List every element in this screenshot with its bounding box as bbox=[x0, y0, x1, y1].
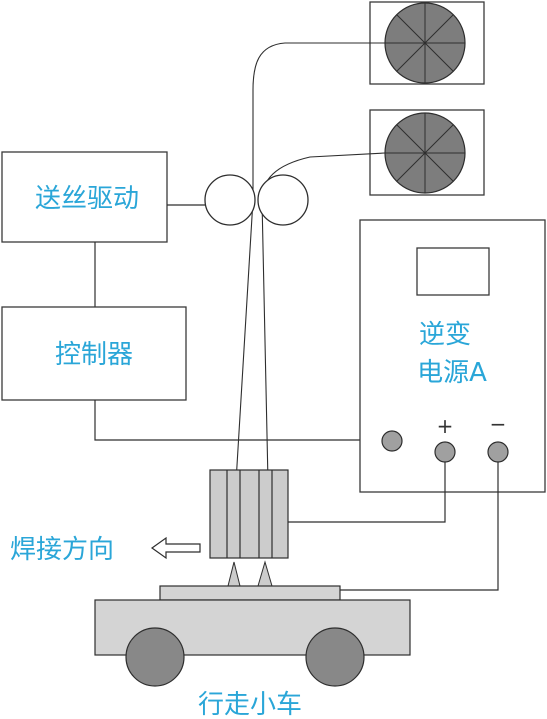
wire-spool-2 bbox=[369, 109, 485, 196]
left-hollow-arrow-icon bbox=[150, 536, 201, 560]
minus-sign: − bbox=[490, 412, 507, 436]
wire-spool-1 bbox=[369, 1, 485, 85]
welding-direction-label: 焊接方向 bbox=[10, 535, 114, 565]
controller-box bbox=[1, 306, 187, 401]
wire-feed-drive-box bbox=[1, 151, 168, 243]
power-source-label-line1: 逆变 bbox=[419, 320, 471, 350]
power-source-label-line2: 电源A bbox=[417, 358, 487, 388]
power-source-display bbox=[416, 247, 490, 296]
feed-roller-left bbox=[204, 174, 256, 226]
wire-1 bbox=[235, 42, 385, 483]
feed-roller-right bbox=[257, 174, 309, 226]
negative-cable bbox=[340, 462, 499, 591]
workpiece bbox=[159, 585, 341, 601]
wire-feed-drive-label: 送丝驱动 bbox=[35, 184, 139, 214]
plus-sign: + bbox=[437, 414, 454, 438]
negative-terminal bbox=[487, 441, 509, 463]
carriage bbox=[94, 599, 411, 687]
positive-terminal bbox=[434, 441, 456, 463]
positive-cable bbox=[288, 462, 446, 523]
control-terminal bbox=[381, 430, 403, 452]
welding-torch bbox=[209, 469, 289, 587]
controller-label: 控制器 bbox=[55, 340, 133, 370]
carriage-label: 行走小车 bbox=[198, 690, 302, 719]
